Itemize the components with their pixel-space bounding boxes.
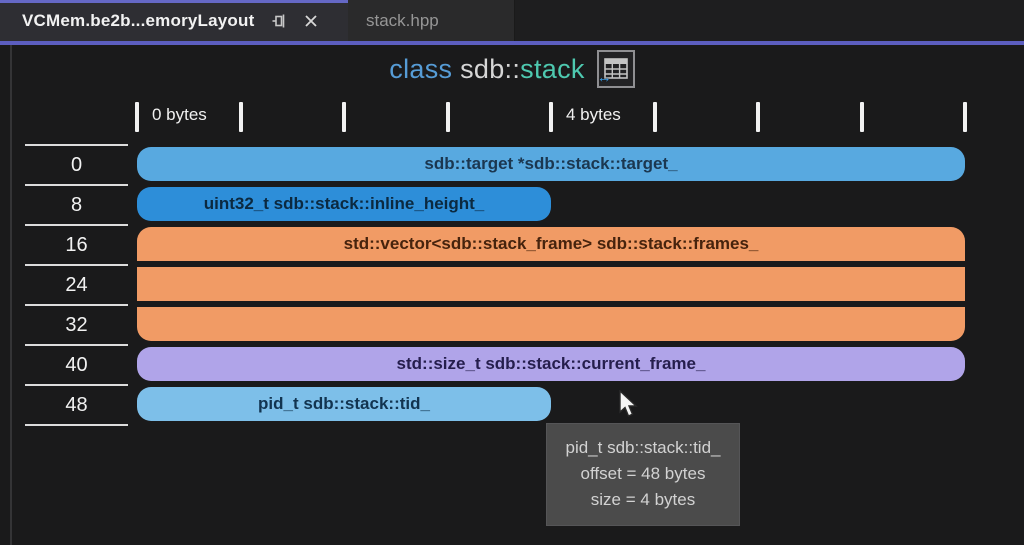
field-bar-current_frame_[interactable]: std::size_t sdb::stack::current_frame_ — [137, 347, 965, 381]
ruler-tick — [445, 102, 450, 132]
pin-icon[interactable] — [270, 12, 288, 30]
tab-bar: VCMem.be2b...emoryLayout stack.hpp — [0, 0, 1024, 41]
field-label: uint32_t sdb::stack::inline_height_ — [203, 194, 485, 213]
tooltip-size: size = 4 bytes — [590, 490, 696, 509]
field-bar-frames_[interactable] — [137, 307, 965, 341]
offset-label: 48 — [25, 384, 128, 424]
tooltip-offset: offset = 48 bytes — [580, 464, 706, 483]
offset-label: 24 — [25, 264, 128, 304]
field-tooltip: pid_t sdb::stack::tid_ offset = 48 bytes… — [546, 423, 740, 526]
field-bar-tid_[interactable]: pid_t sdb::stack::tid_ — [137, 387, 551, 421]
field-bar-inline_height_[interactable]: uint32_t sdb::stack::inline_height_ — [137, 187, 551, 221]
resize-arrows-icon: ↔ — [596, 69, 612, 86]
tooltip-field-name: pid_t sdb::stack::tid_ — [565, 438, 721, 457]
offset-label: 40 — [25, 344, 128, 384]
ruler-tick — [756, 102, 760, 132]
class-title: class sdb::stack — [389, 54, 584, 85]
offset-label: 32 — [25, 304, 128, 344]
ruler-tick — [963, 102, 967, 132]
tab-memory-layout[interactable]: VCMem.be2b...emoryLayout — [0, 0, 348, 41]
ruler-tick — [859, 102, 864, 132]
panel-edge-line — [10, 45, 12, 545]
field-bar-frames_[interactable] — [137, 267, 965, 301]
offset-label: 0 — [25, 144, 128, 184]
field-label: std::size_t sdb::stack::current_frame_ — [396, 354, 706, 373]
field-bar-target_[interactable]: sdb::target *sdb::stack::target_ — [137, 147, 965, 181]
ruler-tick — [238, 102, 243, 132]
field-bar-frames_[interactable]: std::vector<sdb::stack_frame> sdb::stack… — [137, 227, 965, 261]
class-name: stack — [520, 53, 585, 84]
tab-stack-hpp[interactable]: stack.hpp — [348, 0, 515, 41]
tab-label: stack.hpp — [366, 10, 439, 30]
ruler-tick — [652, 102, 657, 132]
page-title: class sdb::stack ↔ — [0, 48, 1024, 90]
ruler-label: 4 bytes — [566, 105, 621, 124]
ruler-label: 0 bytes — [152, 105, 207, 124]
class-namespace: sdb:: — [460, 53, 521, 84]
mouse-cursor — [619, 390, 638, 417]
ruler-tick — [549, 102, 553, 132]
ruler-tick — [342, 102, 346, 132]
tab-label: VCMem.be2b...emoryLayout — [22, 10, 255, 30]
class-keyword: class — [389, 53, 453, 84]
tabbar-accent-line — [0, 41, 1024, 45]
field-label: pid_t sdb::stack::tid_ — [258, 394, 430, 413]
ruler-tick — [135, 102, 139, 132]
offset-label: 16 — [25, 224, 128, 264]
field-label: std::vector<sdb::stack_frame> sdb::stack… — [343, 234, 759, 253]
close-icon[interactable] — [302, 12, 320, 30]
offset-label: 8 — [25, 184, 128, 224]
field-bars: sdb::target *sdb::stack::target_uint32_t… — [137, 144, 965, 424]
field-label: sdb::target *sdb::stack::target_ — [424, 154, 678, 173]
byte-ruler: 0 bytes 4 bytes — [135, 102, 967, 136]
memory-layout-table-icon[interactable]: ↔ — [596, 50, 635, 88]
